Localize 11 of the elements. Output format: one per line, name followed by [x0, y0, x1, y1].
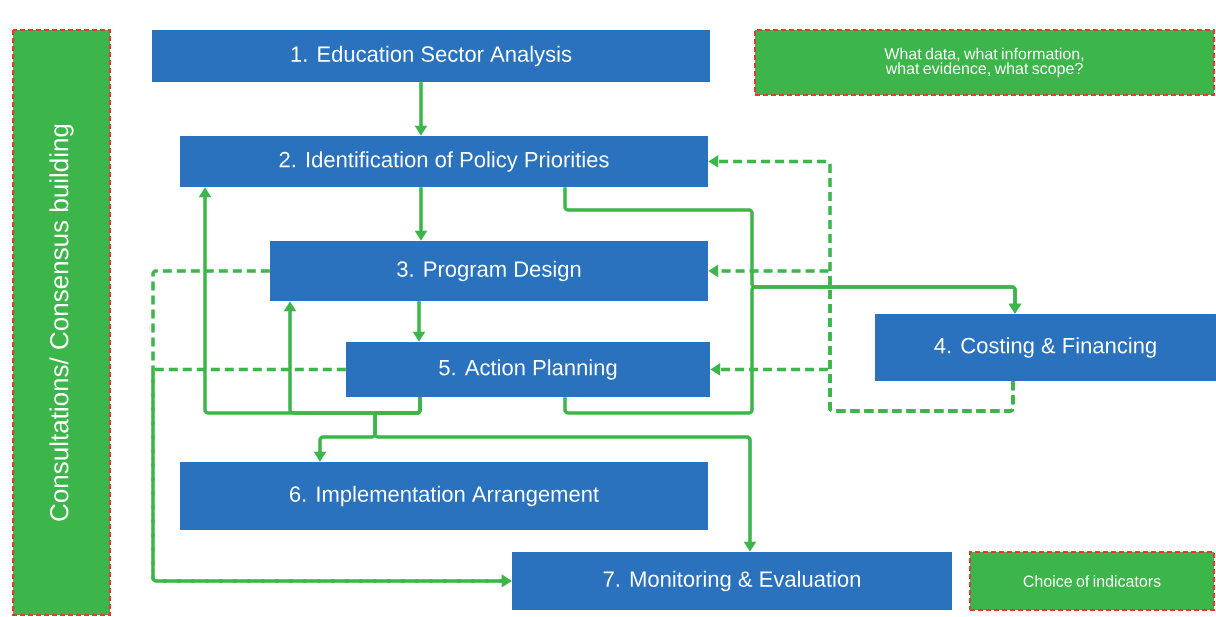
note-box: Choice of indicators	[969, 551, 1215, 611]
process-box: 7. Monitoring & Evaluation	[512, 552, 952, 610]
note-box: What data, what information, what evidence, what scope?	[754, 29, 1215, 96]
process-box: 5. Action Planning	[346, 342, 710, 397]
process-box: 1. Education Sector Analysis	[152, 30, 710, 82]
side-band: Consultations/ Consensus building	[12, 29, 111, 616]
process-box: 4. Costing & Financing	[875, 314, 1216, 381]
arrow	[563, 285, 1022, 415]
process-box: 6. Implementation Arrangement	[180, 462, 708, 530]
process-box: 2. Identification of Policy Priorities	[180, 136, 708, 187]
process-box: 3. Program Design	[270, 241, 708, 301]
